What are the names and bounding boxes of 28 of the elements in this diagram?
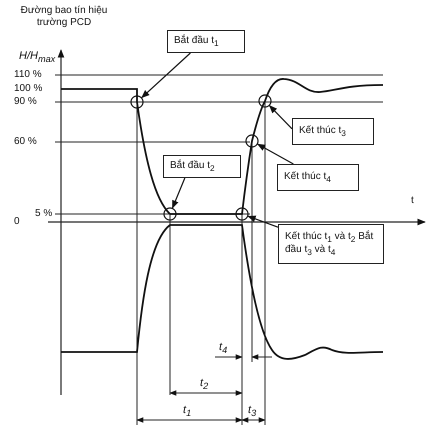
tick-label: 60 % [14,136,37,148]
dimension-label: t$_{1}$ [183,404,192,420]
leader-arrow [256,144,294,165]
tick-label: 100 % [14,83,42,95]
leader-arrow [172,178,186,209]
tick-label: 0 [14,216,20,228]
tick-label: 5 % [35,208,52,220]
dimension-label: t$_{4}$ [219,341,228,356]
leader-arrow [141,52,191,98]
marker-circle [258,94,272,108]
axis-label: t [411,195,414,207]
marker-circle [130,95,144,109]
marker-circle [163,207,177,221]
dimension-label: t$_{3}$ [248,404,256,420]
leader-arrow [247,216,278,228]
leader-arrow [268,105,292,130]
tick-label: 90 % [14,96,37,108]
callout-box: Kết thúc t$_{4}$ [277,164,359,191]
tick-label: 110 % [14,69,42,81]
callout-box: Kết thúc t$_{1}$ và t$_{2}$ Bắt đầu t$_{3}$ và t$_{4}$ [278,224,384,264]
callout-box: Kết thúc t$_{3}$ [292,118,374,145]
marker-circle [245,134,259,148]
axis-title: Đường bao tín hiệu trường PCD [20,5,108,29]
marker-circle [235,207,249,221]
dimension-label: t$_{2}$ [200,377,208,392]
axis-label: H/H$_{max}$ [19,50,56,66]
callout-box: Bắt đầu t$_{2}$ [163,155,241,178]
callout-box: Bắt đầu t$_{1}$ [167,30,245,53]
